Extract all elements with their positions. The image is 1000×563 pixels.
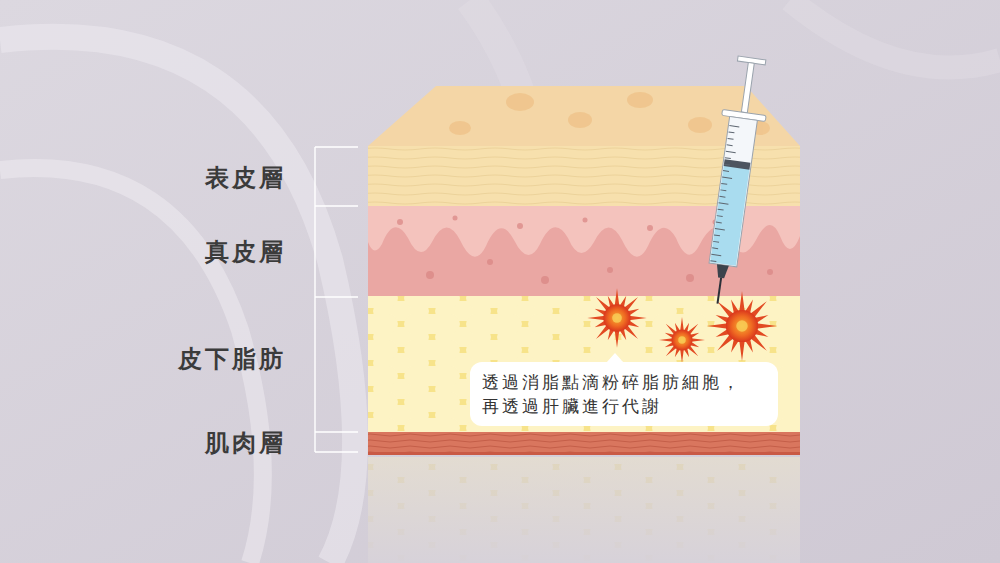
callout-bubble: 透過消脂點滴粉碎脂肪細胞， 再透過肝臟進行代謝	[470, 362, 778, 426]
layer-label: 肌肉層	[205, 427, 286, 459]
layer-label: 表皮層	[205, 162, 286, 194]
layer-label: 皮下脂肪	[178, 343, 286, 375]
callout-text: 透過消脂點滴粉碎脂肪細胞， 再透過肝臟進行代謝	[482, 370, 766, 418]
layer-label: 真皮層	[205, 236, 286, 268]
